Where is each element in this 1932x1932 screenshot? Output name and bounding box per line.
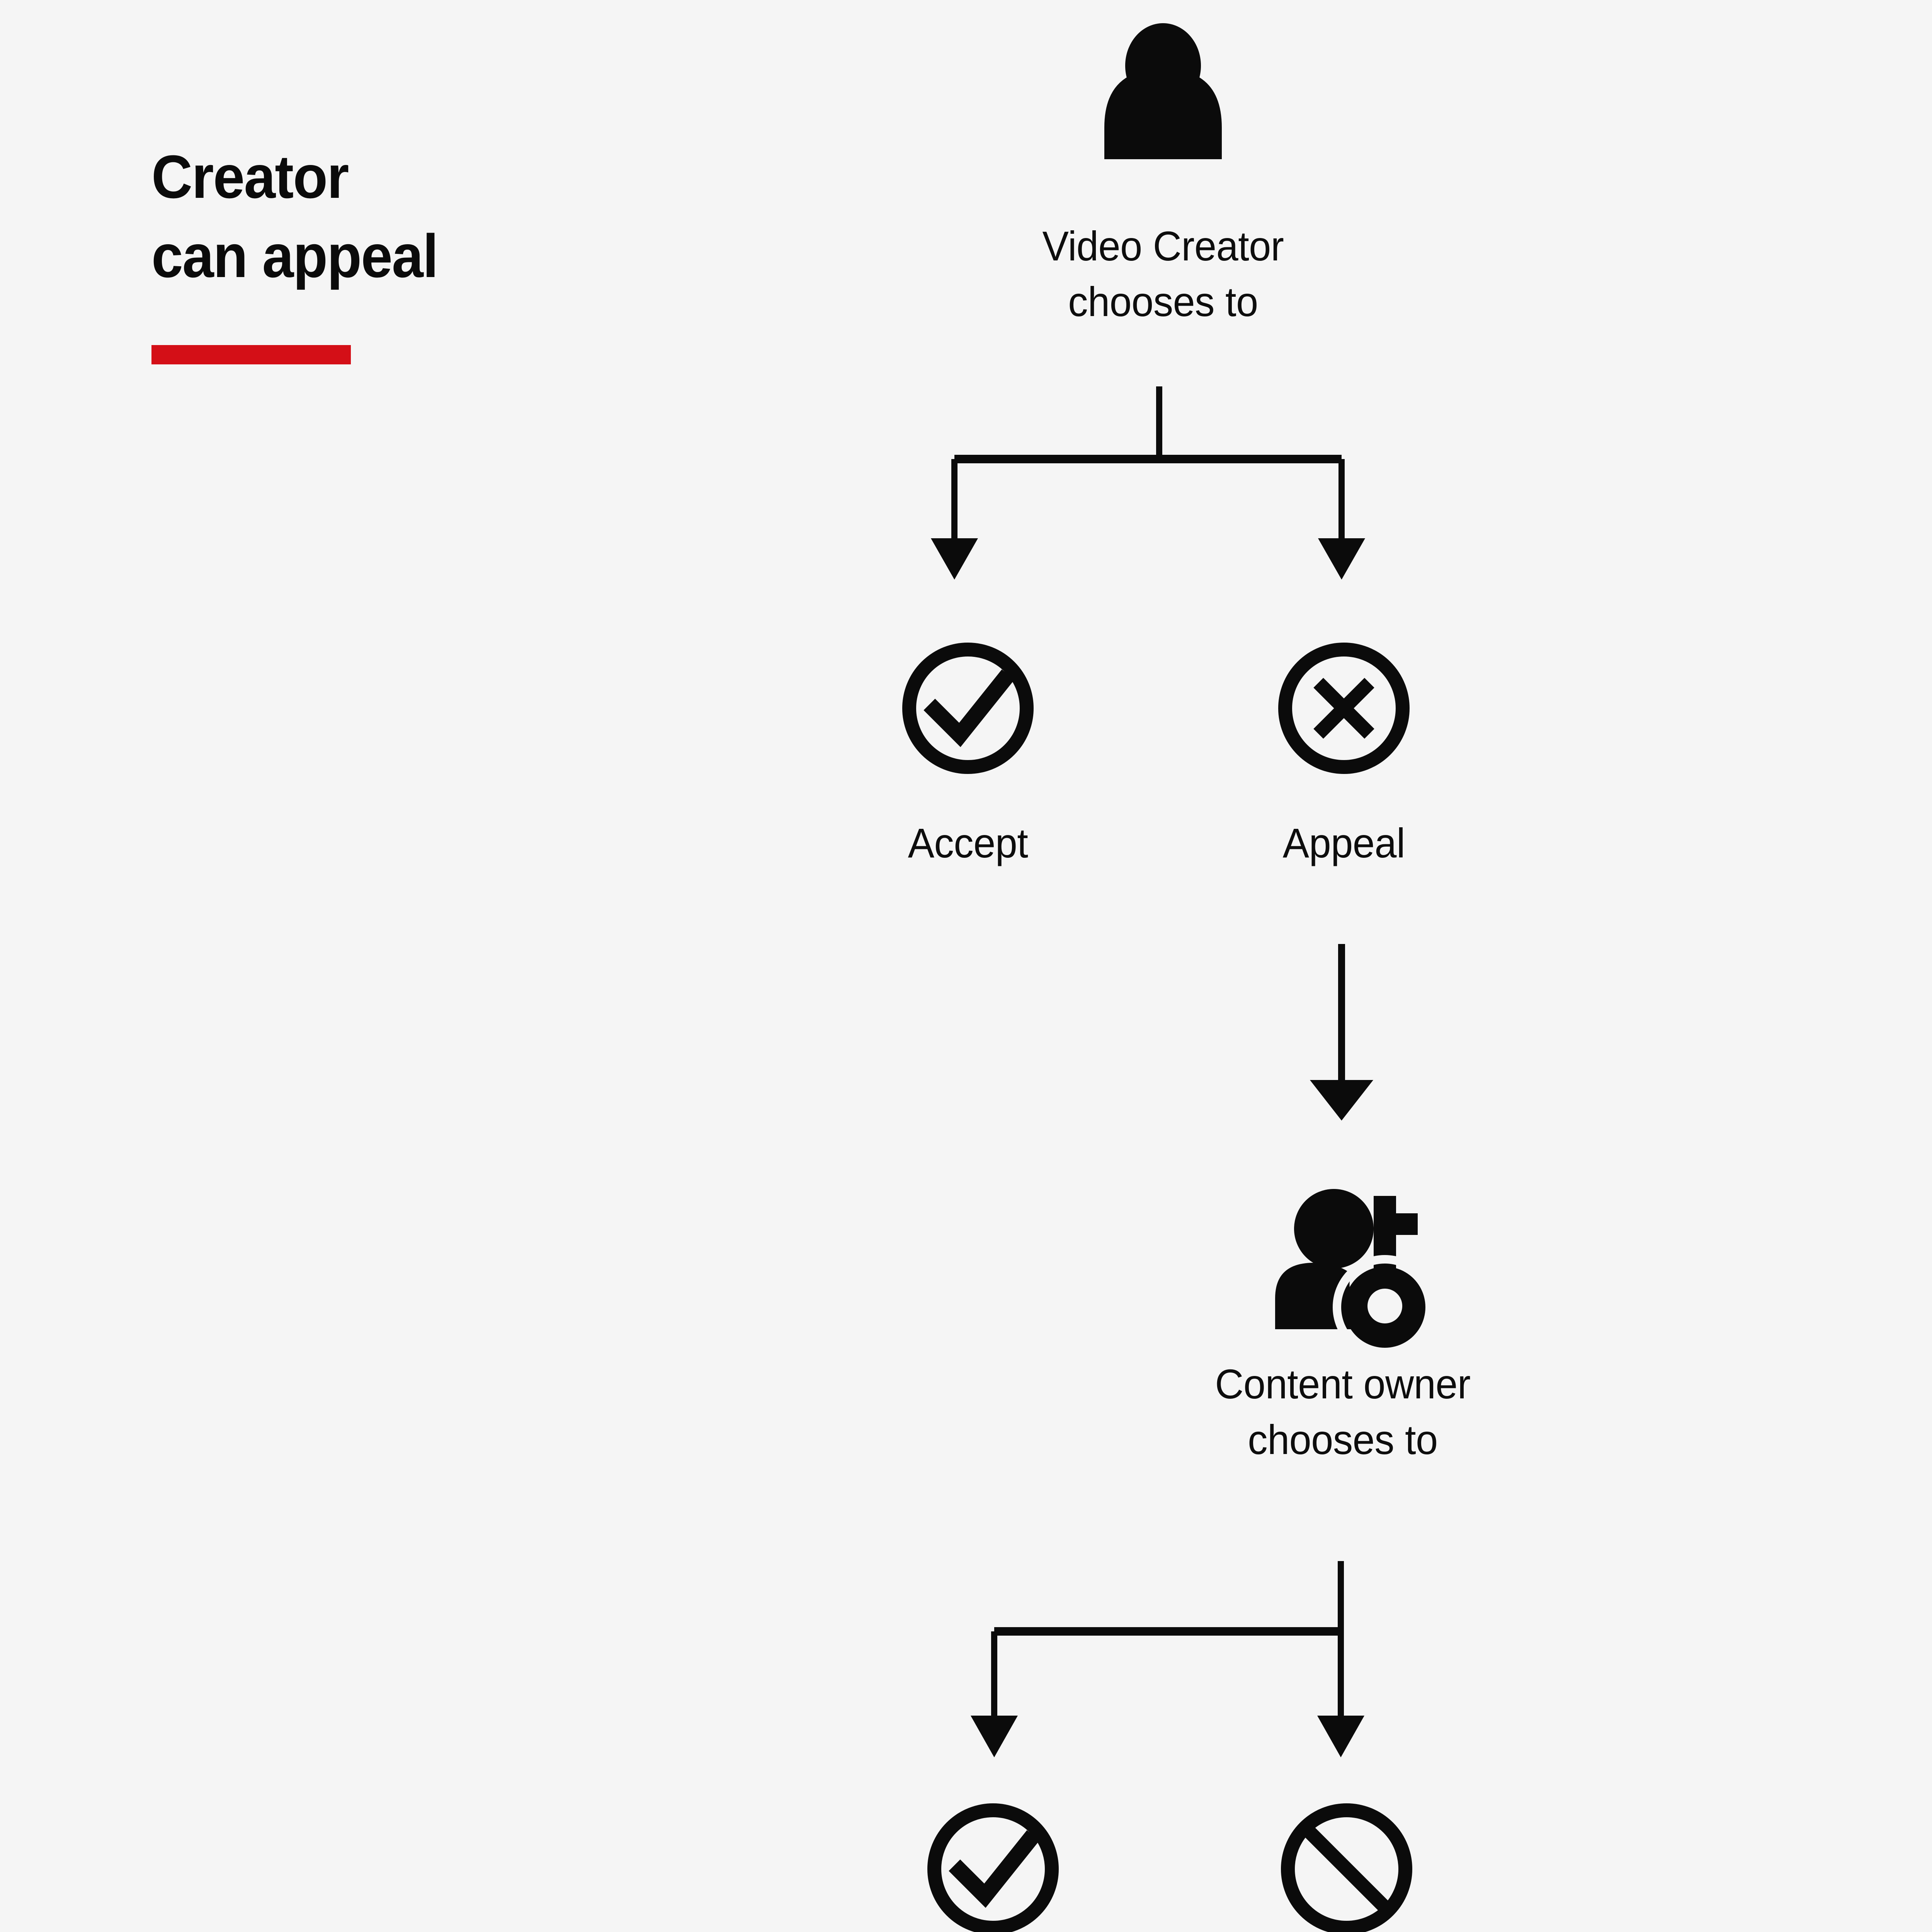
x-circle-icon [1278, 643, 1410, 774]
node-label-creator-accept: Accept [908, 820, 1028, 866]
arrowhead-owner-takedown [1317, 1716, 1364, 1757]
arrowhead-owner-accept [971, 1716, 1018, 1757]
arrowhead-appeal-to-owner [1310, 1080, 1373, 1121]
title-accent-rule [151, 345, 351, 364]
page-title: Creator can appeal [151, 138, 615, 296]
person-with-key-icon [1275, 1189, 1437, 1359]
check-circle-icon [902, 643, 1034, 774]
connector-creator-split [951, 386, 1345, 538]
person-icon [1104, 23, 1222, 159]
page-title-line-2: can appeal [151, 222, 439, 291]
page-title-line-1: Creator [151, 143, 349, 211]
arrowhead-creator-appeal [1318, 538, 1365, 580]
check-circle-icon [927, 1803, 1059, 1932]
arrowhead-creator-accept [931, 538, 978, 580]
node-label-creator-appeal: Appeal [1282, 820, 1405, 866]
node-label-video-creator: Video Creator chooses to [1042, 223, 1284, 325]
connector-owner-split [991, 1561, 1344, 1716]
node-label-content-owner: Content owner chooses to [1215, 1361, 1471, 1463]
block-icon [1281, 1803, 1412, 1932]
